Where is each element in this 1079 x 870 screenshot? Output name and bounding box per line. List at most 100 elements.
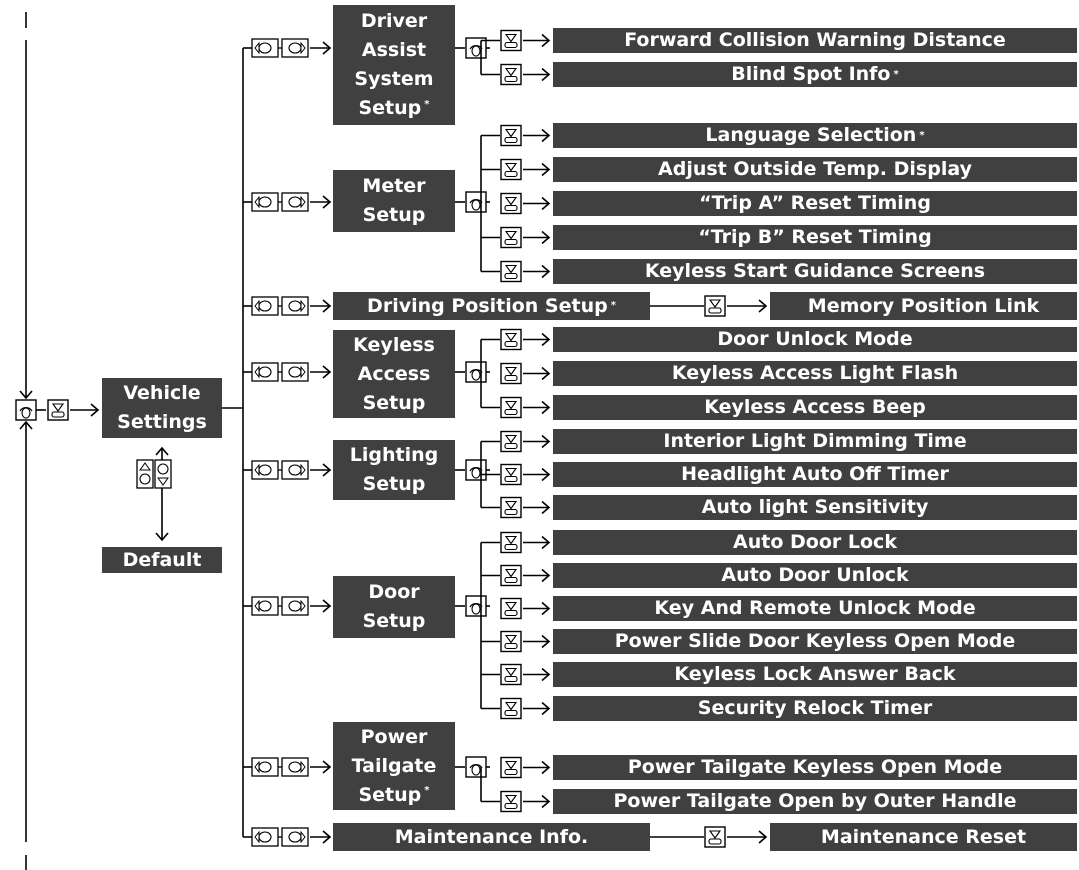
arrowhead [541, 667, 551, 682]
select-press-icon [500, 260, 522, 283]
select-press-icon [500, 564, 522, 587]
item-power-tailgate-1: Power Tailgate Open by Outer Handle [553, 789, 1077, 814]
item-power-tailgate-0: Power Tailgate Keyless Open Mode [553, 755, 1077, 780]
arrowhead [322, 830, 332, 844]
arrowhead [322, 41, 332, 55]
arrowhead [758, 299, 768, 313]
up-down-arrows-icon [136, 459, 172, 489]
left-right-arrows-icon [251, 38, 309, 58]
dial-icon [465, 595, 487, 617]
dial-icon [465, 191, 487, 213]
select-press-icon [704, 826, 726, 848]
arrowhead [541, 67, 551, 82]
arrowhead [322, 463, 332, 477]
item-door-5: Security Relock Timer [553, 696, 1077, 721]
arrowhead [19, 420, 33, 430]
item-door-1: Auto Door Unlock [553, 563, 1077, 588]
item-lighting-2: Auto light Sensitivity [553, 495, 1077, 520]
select-press-icon [704, 295, 726, 317]
arrowhead [541, 196, 551, 211]
item-meter-4: Keyless Start Guidance Screens [553, 259, 1077, 284]
select-press-icon [500, 158, 522, 181]
arrowhead [758, 830, 768, 844]
arrowhead [322, 760, 332, 774]
arrowhead [541, 230, 551, 245]
select-press-icon [500, 29, 522, 52]
select-press-icon [500, 663, 522, 686]
item-door-4: Keyless Lock Answer Back [553, 662, 1077, 687]
category-driving-position: Driving Position Setup* [333, 292, 650, 320]
select-press-icon [500, 531, 522, 554]
category-maintenance: Maintenance Info. [333, 823, 650, 851]
select-press-icon [500, 463, 522, 486]
select-press-icon [500, 396, 522, 419]
select-press-icon [500, 630, 522, 653]
arrowhead [541, 467, 551, 482]
item-lighting-1: Headlight Auto Off Timer [553, 462, 1077, 487]
arrowhead [322, 599, 332, 613]
arrowhead [322, 195, 332, 209]
arrowhead [541, 162, 551, 177]
item-meter-2: “Trip A” Reset Timing [553, 191, 1077, 216]
item-meter-3: “Trip B” Reset Timing [553, 225, 1077, 250]
item-driving-position-0: Memory Position Link [770, 292, 1077, 320]
arrowhead [541, 434, 551, 449]
select-press-icon [500, 756, 522, 779]
select-press-icon [500, 328, 522, 351]
item-meter-1: Adjust Outside Temp. Display [553, 157, 1077, 182]
arrowhead [541, 33, 551, 48]
arrowhead [155, 446, 169, 456]
default-box: Default [102, 547, 222, 573]
arrowhead [541, 500, 551, 515]
select-press-icon [500, 430, 522, 453]
item-keyless-access-2: Keyless Access Beep [553, 395, 1077, 420]
item-maintenance-0: Maintenance Reset [770, 823, 1077, 851]
select-press-icon [500, 63, 522, 86]
dial-icon [465, 361, 487, 383]
dial-icon [465, 756, 487, 778]
left-right-arrows-icon [251, 296, 309, 316]
arrowhead [541, 535, 551, 550]
arrowhead [541, 264, 551, 279]
left-right-arrows-icon [251, 192, 309, 212]
arrowhead [541, 332, 551, 347]
item-keyless-access-0: Door Unlock Mode [553, 327, 1077, 352]
left-right-arrows-icon [251, 362, 309, 382]
arrowhead [19, 390, 33, 400]
arrowhead [541, 601, 551, 616]
item-door-2: Key And Remote Unlock Mode [553, 596, 1077, 621]
select-press-icon [500, 597, 522, 620]
arrowhead [541, 128, 551, 143]
arrowhead [541, 568, 551, 583]
item-door-3: Power Slide Door Keyless Open Mode [553, 629, 1077, 654]
arrowhead [541, 366, 551, 381]
select-press-icon [500, 192, 522, 215]
item-lighting-0: Interior Light Dimming Time [553, 429, 1077, 454]
select-press-icon [500, 496, 522, 519]
arrowhead [541, 760, 551, 775]
dial-icon [15, 399, 37, 421]
arrowhead [322, 365, 332, 379]
arrowhead [541, 701, 551, 716]
arrowhead [90, 403, 100, 417]
item-driver-assist-0: Forward Collision Warning Distance [553, 28, 1077, 53]
arrowhead [541, 634, 551, 649]
select-press-icon [500, 124, 522, 147]
left-right-arrows-icon [251, 827, 309, 847]
select-press-icon [500, 226, 522, 249]
left-right-arrows-icon [251, 596, 309, 616]
arrowhead [322, 299, 332, 313]
item-keyless-access-1: Keyless Access Light Flash [553, 361, 1077, 386]
item-meter-0: Language Selection* [553, 123, 1077, 148]
select-press-icon [500, 362, 522, 385]
item-door-0: Auto Door Lock [553, 530, 1077, 555]
